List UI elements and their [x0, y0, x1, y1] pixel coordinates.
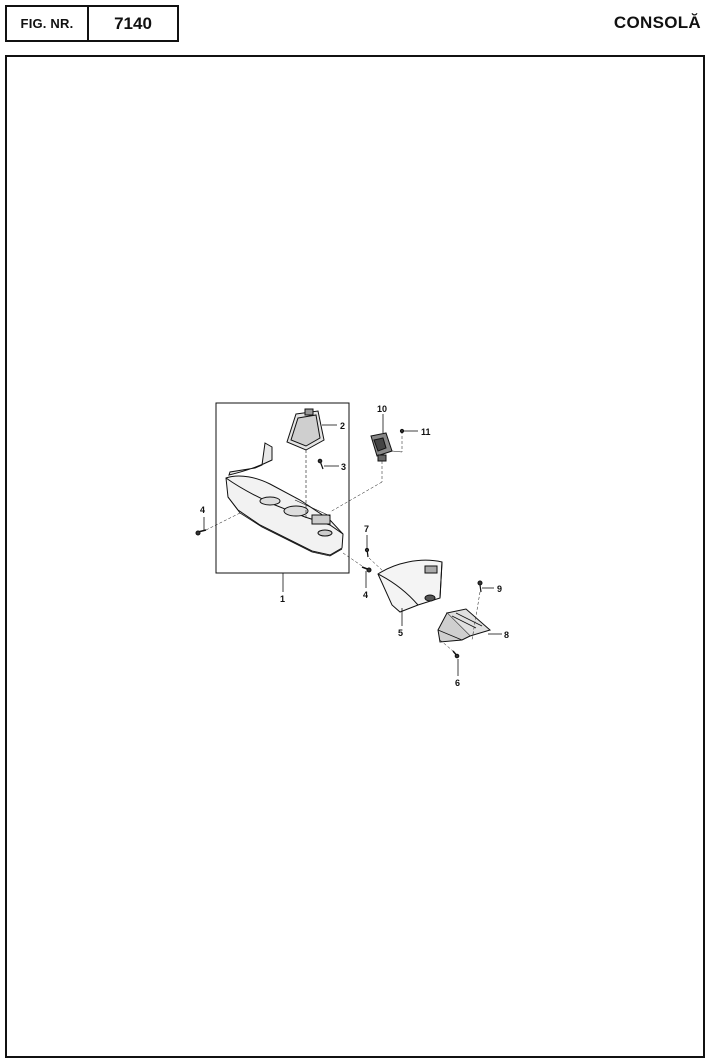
callout-6: 6 [455, 678, 460, 688]
switch-part [370, 432, 393, 462]
leader-lines [203, 414, 502, 676]
console-assembly-box [215, 402, 350, 574]
callout-10: 10 [377, 404, 387, 414]
callout-1: 1 [280, 594, 285, 604]
diagram-frame [5, 55, 705, 1058]
figure-number-box: FIG. NR. 7140 [5, 5, 179, 42]
screw-3-part [317, 458, 324, 470]
callout-3: 3 [341, 462, 346, 472]
screw-6-part [452, 650, 460, 659]
callout-7: 7 [364, 524, 369, 534]
callout-8: 8 [504, 630, 509, 640]
callout-4-right: 4 [363, 590, 368, 600]
figure-label: FIG. NR. [7, 7, 89, 40]
figure-number: 7140 [114, 13, 152, 33]
callout-2: 2 [340, 421, 345, 431]
screw-4-left-part [195, 529, 207, 536]
callout-9: 9 [497, 584, 502, 594]
console-body-part [225, 442, 344, 557]
section-title: CONSOLĂ [613, 13, 701, 32]
gear-boot-part [286, 408, 325, 451]
callout-11: 11 [421, 427, 431, 437]
screw-11-part [399, 428, 405, 452]
rear-cover-part [377, 559, 443, 613]
callout-5: 5 [398, 628, 403, 638]
screw-7-part [364, 547, 370, 558]
tray-part [437, 608, 492, 643]
screw-4-right-part [361, 566, 372, 573]
screw-9-part [471, 580, 483, 641]
callout-4-left: 4 [200, 505, 205, 515]
